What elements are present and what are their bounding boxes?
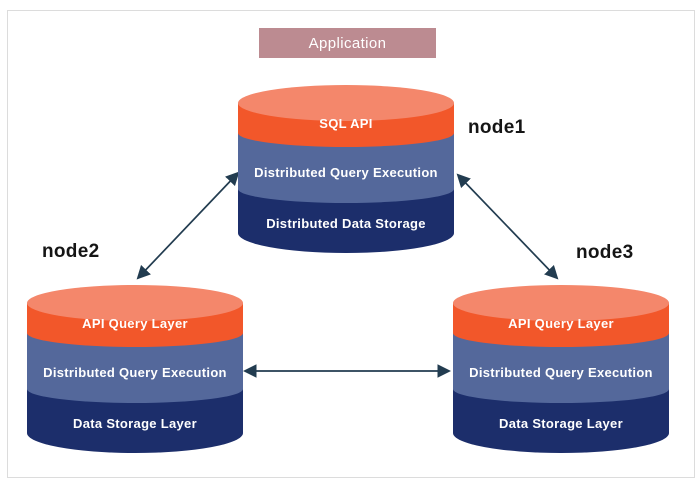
node3-storage-layer-label: Data Storage Layer [499, 416, 623, 431]
node1-api-layer-label: SQL API [319, 116, 373, 131]
node3-cylinder: API Query Layer Distributed Query Execut… [453, 285, 669, 455]
node2-storage-layer-label: Data Storage Layer [73, 416, 197, 431]
node1-top-ellipse [238, 85, 454, 121]
node2-top-ellipse [27, 285, 243, 321]
node2-label: node2 [42, 241, 100, 262]
node3-label: node3 [576, 242, 634, 263]
node2-api-layer-label: API Query Layer [82, 316, 188, 331]
node1-storage-layer-label: Distributed Data Storage [266, 216, 426, 231]
border-frame [7, 10, 695, 478]
node2-cylinder: API Query Layer Distributed Query Execut… [27, 285, 243, 455]
node1-query-layer-label: Distributed Query Execution [254, 165, 438, 180]
node3-query-layer-label: Distributed Query Execution [469, 365, 653, 380]
application-box: Application [259, 28, 436, 58]
node1-label: node1 [468, 117, 526, 138]
node3-top-ellipse [453, 285, 669, 321]
node2-query-layer-label: Distributed Query Execution [43, 365, 227, 380]
application-label: Application [308, 34, 387, 52]
node3-api-layer-label: API Query Layer [508, 316, 614, 331]
node1-cylinder: SQL API Distributed Query Execution Dist… [238, 85, 454, 255]
